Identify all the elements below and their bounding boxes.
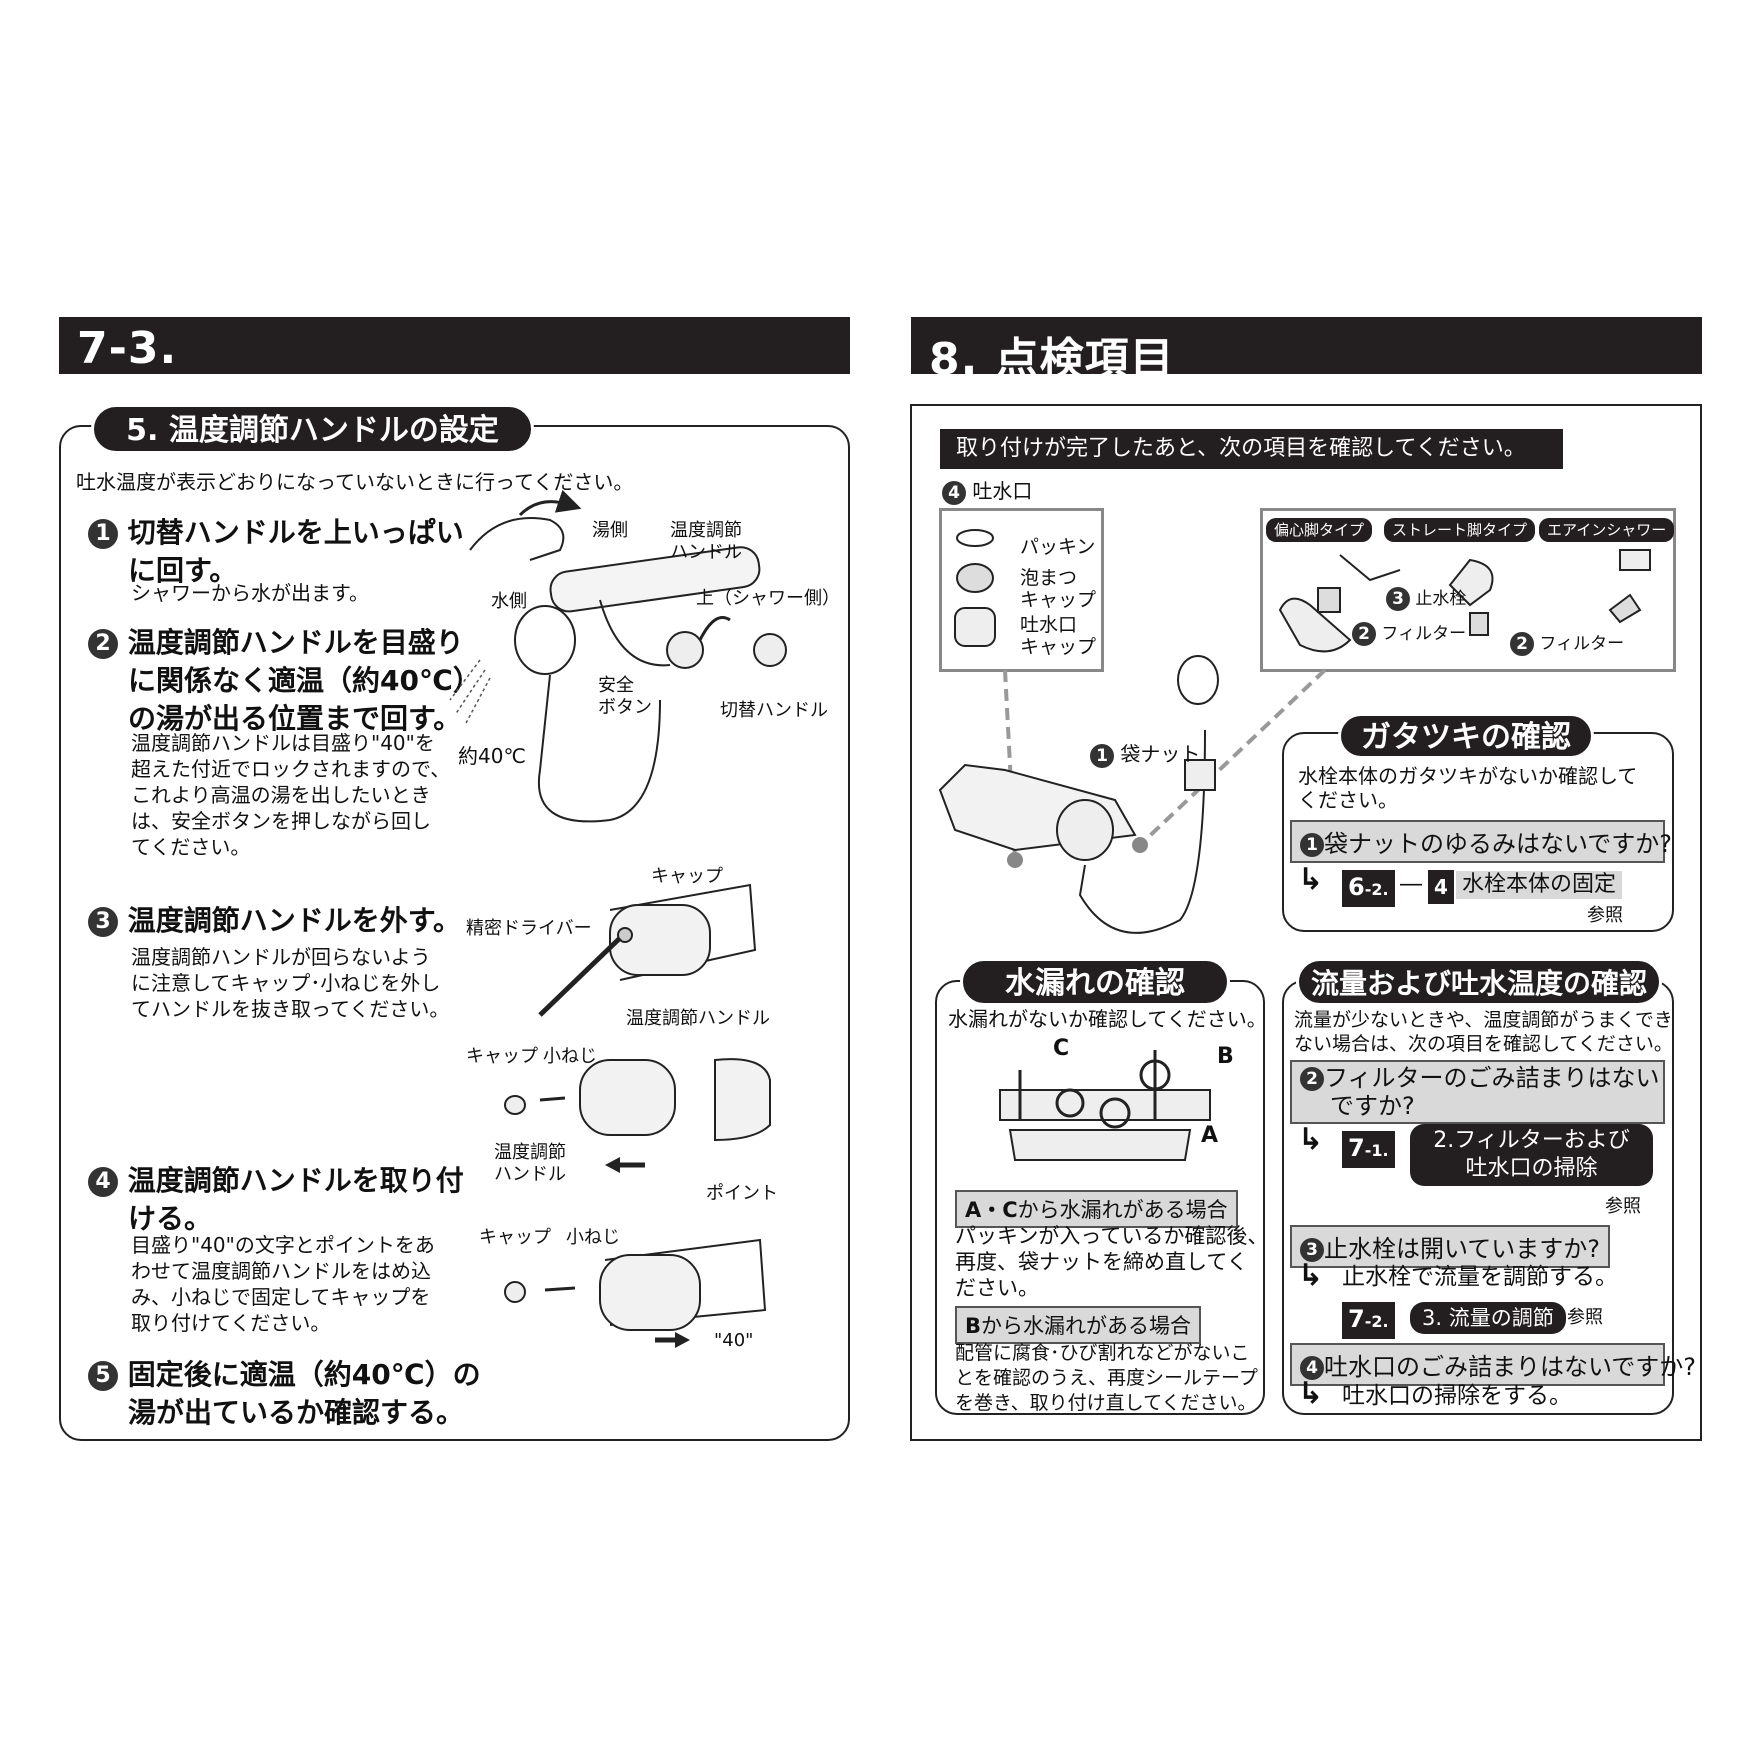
faucet-shower-illustration (449, 489, 787, 823)
fig2-driver-label: 精密ドライバー (466, 918, 592, 939)
step-5-title: 5 固定後に適温（約40℃）の 湯が出ているか確認する。 (88, 1356, 481, 1432)
leak-b-body: 配管に腐食･ひび割れなどがないこ とを確認のうえ、再度シールテープ を巻き、取り… (955, 1342, 1258, 1414)
fig1-ondo-label: 温度調節ハンドル (670, 520, 742, 563)
valve-types-illustration (1278, 549, 1651, 653)
leak-points-illustration (999, 1050, 1211, 1161)
spout-parts-box (939, 508, 1104, 672)
spout-label: 4 吐水口 (942, 480, 1032, 505)
flow-ref2-tag: 7-1. (1342, 1131, 1395, 1168)
gata-title: ガタツキの確認 (1338, 713, 1594, 759)
spout-parts-illustration (954, 529, 996, 647)
leak-ac-body: パッキンが入っているか確認後、 再度、袋ナットを締め直してく ださい。 (955, 1224, 1269, 1300)
type-tag-3: エアインシャワー (1539, 518, 1675, 542)
left-header-title: 7-3. (77, 323, 178, 374)
fig1-yu-label: 湯側 (592, 520, 628, 541)
fig4-forty-label: "40" (714, 1330, 754, 1351)
step-1-number: 1 (88, 519, 118, 549)
gata-ref-text: 水栓本体の固定 (1456, 871, 1623, 899)
driver-cap-illustration (538, 883, 757, 1017)
right-header-title: 8. 点検項目 (929, 334, 1175, 385)
flow-ref2-text: 2.フィルターおよび 吐水口の掃除 (1410, 1124, 1653, 1186)
leak-ac-title: A・Cから水漏れがある場合 (955, 1190, 1238, 1228)
valve-label: 3 止水栓 (1386, 587, 1466, 611)
flow-title: 流量および吐水温度の確認 (1296, 958, 1662, 1006)
step-2-title: 2 温度調節ハンドルを目盛り に関係なく適温（約40℃） の湯が出る位置まで回す… (88, 624, 481, 738)
handle-removed-illustration (504, 1058, 771, 1173)
step-4-body: 目盛り"40"の文字とポイントをあ わせて温度調節ハンドルをはめ込 み、小ねじで… (131, 1233, 435, 1335)
step-5-number: 5 (88, 1361, 118, 1391)
flow-desc: 流量が少ないときや、温度調節がうまくできない場合は、次の項目を確認してください。 (1294, 1009, 1673, 1055)
step-4-title: 4 温度調節ハンドルを取り付 ける。 (88, 1162, 464, 1238)
filter-label-2: 2 フィルター (1510, 632, 1624, 656)
spout-part-1: パッキン (1020, 536, 1096, 558)
step-3-title: 3 温度調節ハンドルを外す。 (88, 902, 461, 940)
fig4-screw-label: 小ねじ (566, 1227, 620, 1248)
types-box (1260, 508, 1676, 672)
fig1-kirikae-label: 切替ハンドル (720, 700, 828, 721)
faucet-main-illustration (938, 655, 1327, 934)
left-section-title: 5. 温度調節ハンドルの設定 (91, 404, 534, 454)
step-2-body: 温度調節ハンドルは目盛り"40"を 超えた付近でロックされますので、 これより高… (131, 731, 451, 859)
leak-title: 水漏れの確認 (960, 958, 1230, 1006)
spout-part-3: 吐水口キャップ (1020, 614, 1097, 658)
right-header-bar: 8. 点検項目 (911, 317, 1702, 385)
fig3-handle-label: 温度調節ハンドル (494, 1142, 566, 1185)
fig1-ue-label: 上（シャワー側） (696, 588, 840, 609)
handle-attach-illustration (504, 1238, 767, 1348)
fig2-handle-label: 温度調節ハンドル (626, 1008, 770, 1029)
flow-ref3-sanshou: 参照 (1567, 1307, 1603, 1328)
fig3-cap-label: キャップ (466, 1046, 538, 1067)
flow-a4-arrow-icon: ↳ (1298, 1376, 1324, 1411)
leak-desc: 水漏れがないか確認してください。 (948, 1007, 1267, 1031)
right-intro-bar: 取り付けが完了したあと、次の項目を確認してください。 (940, 429, 1563, 469)
flow-ref3-text: 3. 流量の調節 (1410, 1302, 1566, 1334)
step-1-body: シャワーから水が出ます。 (131, 581, 369, 605)
leak-label-c: C (1053, 1036, 1070, 1061)
gata-ref-num: 4 (1428, 870, 1454, 904)
flow-a4: 吐水口の掃除をする。 (1342, 1383, 1572, 1409)
step-4-number: 4 (88, 1167, 118, 1197)
fig2-cap-label: キャップ (651, 866, 723, 887)
left-header-bar: 7-3. (59, 317, 850, 374)
leak-label-b: B (1217, 1044, 1234, 1069)
step-2-number: 2 (88, 629, 118, 659)
filter-label-1: 2 フィルター (1352, 622, 1466, 646)
fig4-point-label: ポイント (706, 1183, 778, 1204)
fig1-anzen-label: 安全ボタン (598, 675, 652, 718)
fig1-yaku40-label: 約40℃ (458, 744, 526, 768)
gata-desc: 水栓本体のガタツキがないか確認してください。 (1298, 764, 1638, 812)
nut-label: 1 袋ナット (1090, 743, 1200, 768)
flow-ref2-sanshou: 参照 (1605, 1196, 1641, 1217)
flow-ref2-arrow-icon: ↳ (1298, 1122, 1324, 1157)
right-outer-frame (910, 404, 1702, 1441)
gata-ref-tag: 6-2. (1342, 870, 1395, 907)
type-tag-1: 偏心脚タイプ (1266, 518, 1373, 542)
fig3-screw-label: 小ねじ (543, 1046, 597, 1067)
step-3-body: 温度調節ハンドルが回らないよう に注意してキャップ･小ねじを外し てハンドルを抜… (131, 945, 450, 1021)
flow-a3-arrow-icon: ↳ (1298, 1258, 1324, 1293)
flow-ref3-tag: 7-2. (1342, 1302, 1395, 1339)
step-3-number: 3 (88, 907, 118, 937)
step-1-title: 1 切替ハンドルを上いっぱい に回す。 (88, 514, 464, 590)
spout-part-2: 泡まつキャップ (1020, 567, 1097, 611)
fig1-mizu-label: 水側 (491, 591, 527, 612)
leak-label-a: A (1201, 1123, 1219, 1148)
fig4-cap-label: キャップ (479, 1227, 551, 1248)
leak-b-title: Bから水漏れがある場合 (955, 1306, 1202, 1344)
gata-sanshou: 参照 (1587, 905, 1623, 926)
left-intro: 吐水温度が表示どおりになっていないときに行ってください。 (76, 470, 634, 494)
flow-a3: 止水栓で流量を調節する。 (1342, 1264, 1618, 1290)
gata-ref-arrow-icon: ↳ (1298, 862, 1324, 897)
type-tag-2: ストレート脚タイプ (1384, 518, 1536, 542)
gata-ref-dash: ― (1400, 872, 1422, 897)
